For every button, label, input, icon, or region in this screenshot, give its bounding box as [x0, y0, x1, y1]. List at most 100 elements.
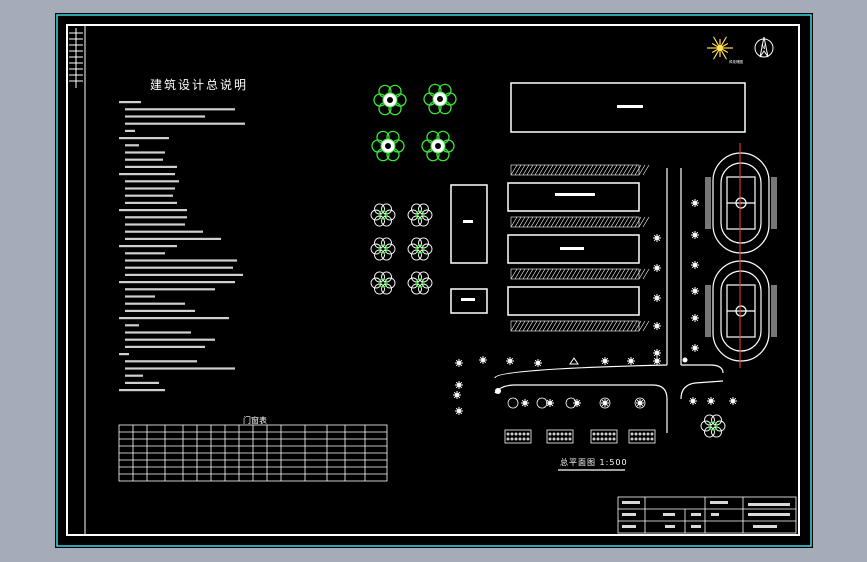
street-tree-icon [729, 397, 737, 405]
notes-line [125, 165, 177, 168]
notes-line [125, 273, 243, 276]
notes-line [125, 367, 235, 370]
street-tree-icon [506, 357, 514, 365]
street-trees [453, 199, 737, 415]
tree-icon [421, 130, 455, 162]
notes-line [125, 108, 235, 111]
street-tree-icon [689, 397, 697, 405]
street-tree-icon [691, 314, 699, 322]
hatch-strip [510, 164, 650, 176]
notes-line [119, 245, 177, 248]
notes-line [125, 338, 215, 341]
hatch-strip [510, 216, 650, 228]
street-tree-icon [453, 391, 461, 399]
notes-line [125, 223, 185, 226]
roads [494, 168, 724, 433]
landscape-trees [370, 83, 726, 438]
building-row-3 [507, 286, 640, 316]
notes-line [125, 201, 177, 204]
street-tree-icon [636, 399, 644, 407]
drawing-sheet: 建筑设计总说明 门窗表 总平面图 1:500 [55, 13, 813, 548]
notes-line [125, 151, 165, 154]
flower-bed [628, 429, 656, 444]
cad-drawing: 建筑设计总说明 门窗表 总平面图 1:500 [56, 14, 812, 547]
site-plan [450, 82, 746, 316]
shrub-icon [370, 203, 396, 227]
street-tree-icon [691, 344, 699, 352]
tree-canopy-icon [634, 397, 646, 409]
notes-line [125, 187, 175, 190]
outer-frame [56, 14, 812, 547]
notes-line [125, 309, 195, 312]
notes-line [125, 115, 205, 118]
notes-line [119, 389, 165, 392]
building-labels [461, 105, 643, 301]
street-tree-icon [653, 294, 661, 302]
tree-icon [373, 84, 407, 116]
street-tree-icon [653, 349, 661, 357]
street-tree-icon [601, 357, 609, 365]
hatch-strip [510, 268, 650, 280]
shrub-icon [407, 203, 433, 227]
binding-strip-marks [69, 28, 83, 88]
building-small [450, 288, 488, 314]
notes-line [125, 122, 245, 125]
wind-rose-label: 风玫瑰图 [729, 59, 743, 64]
street-tree-icon [455, 359, 463, 367]
notes-line [125, 295, 155, 298]
flower-beds [504, 429, 656, 444]
street-tree-icon [653, 357, 661, 365]
binding-strip [66, 24, 86, 536]
street-tree-icon [653, 322, 661, 330]
north-label: N [761, 44, 766, 51]
door-window-table-title: 门窗表 [243, 415, 267, 425]
notes-line [125, 252, 165, 255]
site-plan-caption: 总平面图 1:500 [560, 457, 628, 467]
notes-line [125, 259, 237, 262]
shrub-icon [370, 271, 396, 295]
shrub-icon [407, 271, 433, 295]
shrub-icon [407, 237, 433, 261]
flower-bed [590, 429, 618, 444]
tree-canopy-icon [507, 397, 519, 409]
tree-icon [423, 83, 457, 115]
hatch-strip [510, 320, 650, 332]
hatch-strips [510, 164, 650, 332]
street-tree-icon [534, 359, 542, 367]
notes-line [125, 237, 221, 240]
street-tree-icon [455, 407, 463, 415]
door-window-table [118, 424, 388, 482]
building-left [450, 184, 488, 264]
north-arrow-pointer [759, 36, 769, 58]
notes-line [125, 158, 163, 161]
notes-line [125, 230, 203, 233]
sports-fields [705, 152, 777, 362]
notes-line [125, 266, 233, 269]
shrub-icon [700, 414, 726, 438]
flower-bed [504, 429, 532, 444]
tree-canopy-icon [536, 397, 548, 409]
tree-icon [371, 130, 405, 162]
notes-line [125, 324, 139, 327]
notes-line [125, 129, 135, 132]
notes-line [119, 281, 235, 284]
building-top [510, 82, 746, 133]
tree-canopy-icon [565, 397, 577, 409]
street-tree-icon [546, 399, 554, 407]
street-tree-icon [691, 261, 699, 269]
notes-line [125, 194, 173, 197]
shrub-icon [370, 237, 396, 261]
running-track [705, 152, 777, 254]
notes-line [119, 173, 175, 176]
street-tree-icon [455, 381, 463, 389]
survey-point-2 [682, 357, 688, 363]
notes-line [119, 209, 187, 212]
street-tree-icon [691, 199, 699, 207]
notes-line [125, 216, 187, 219]
building-row-1 [507, 182, 640, 212]
title-block [617, 496, 797, 534]
survey-point [495, 388, 501, 394]
street-tree-icon [691, 287, 699, 295]
street-tree-icon [707, 397, 715, 405]
running-track [705, 260, 777, 362]
